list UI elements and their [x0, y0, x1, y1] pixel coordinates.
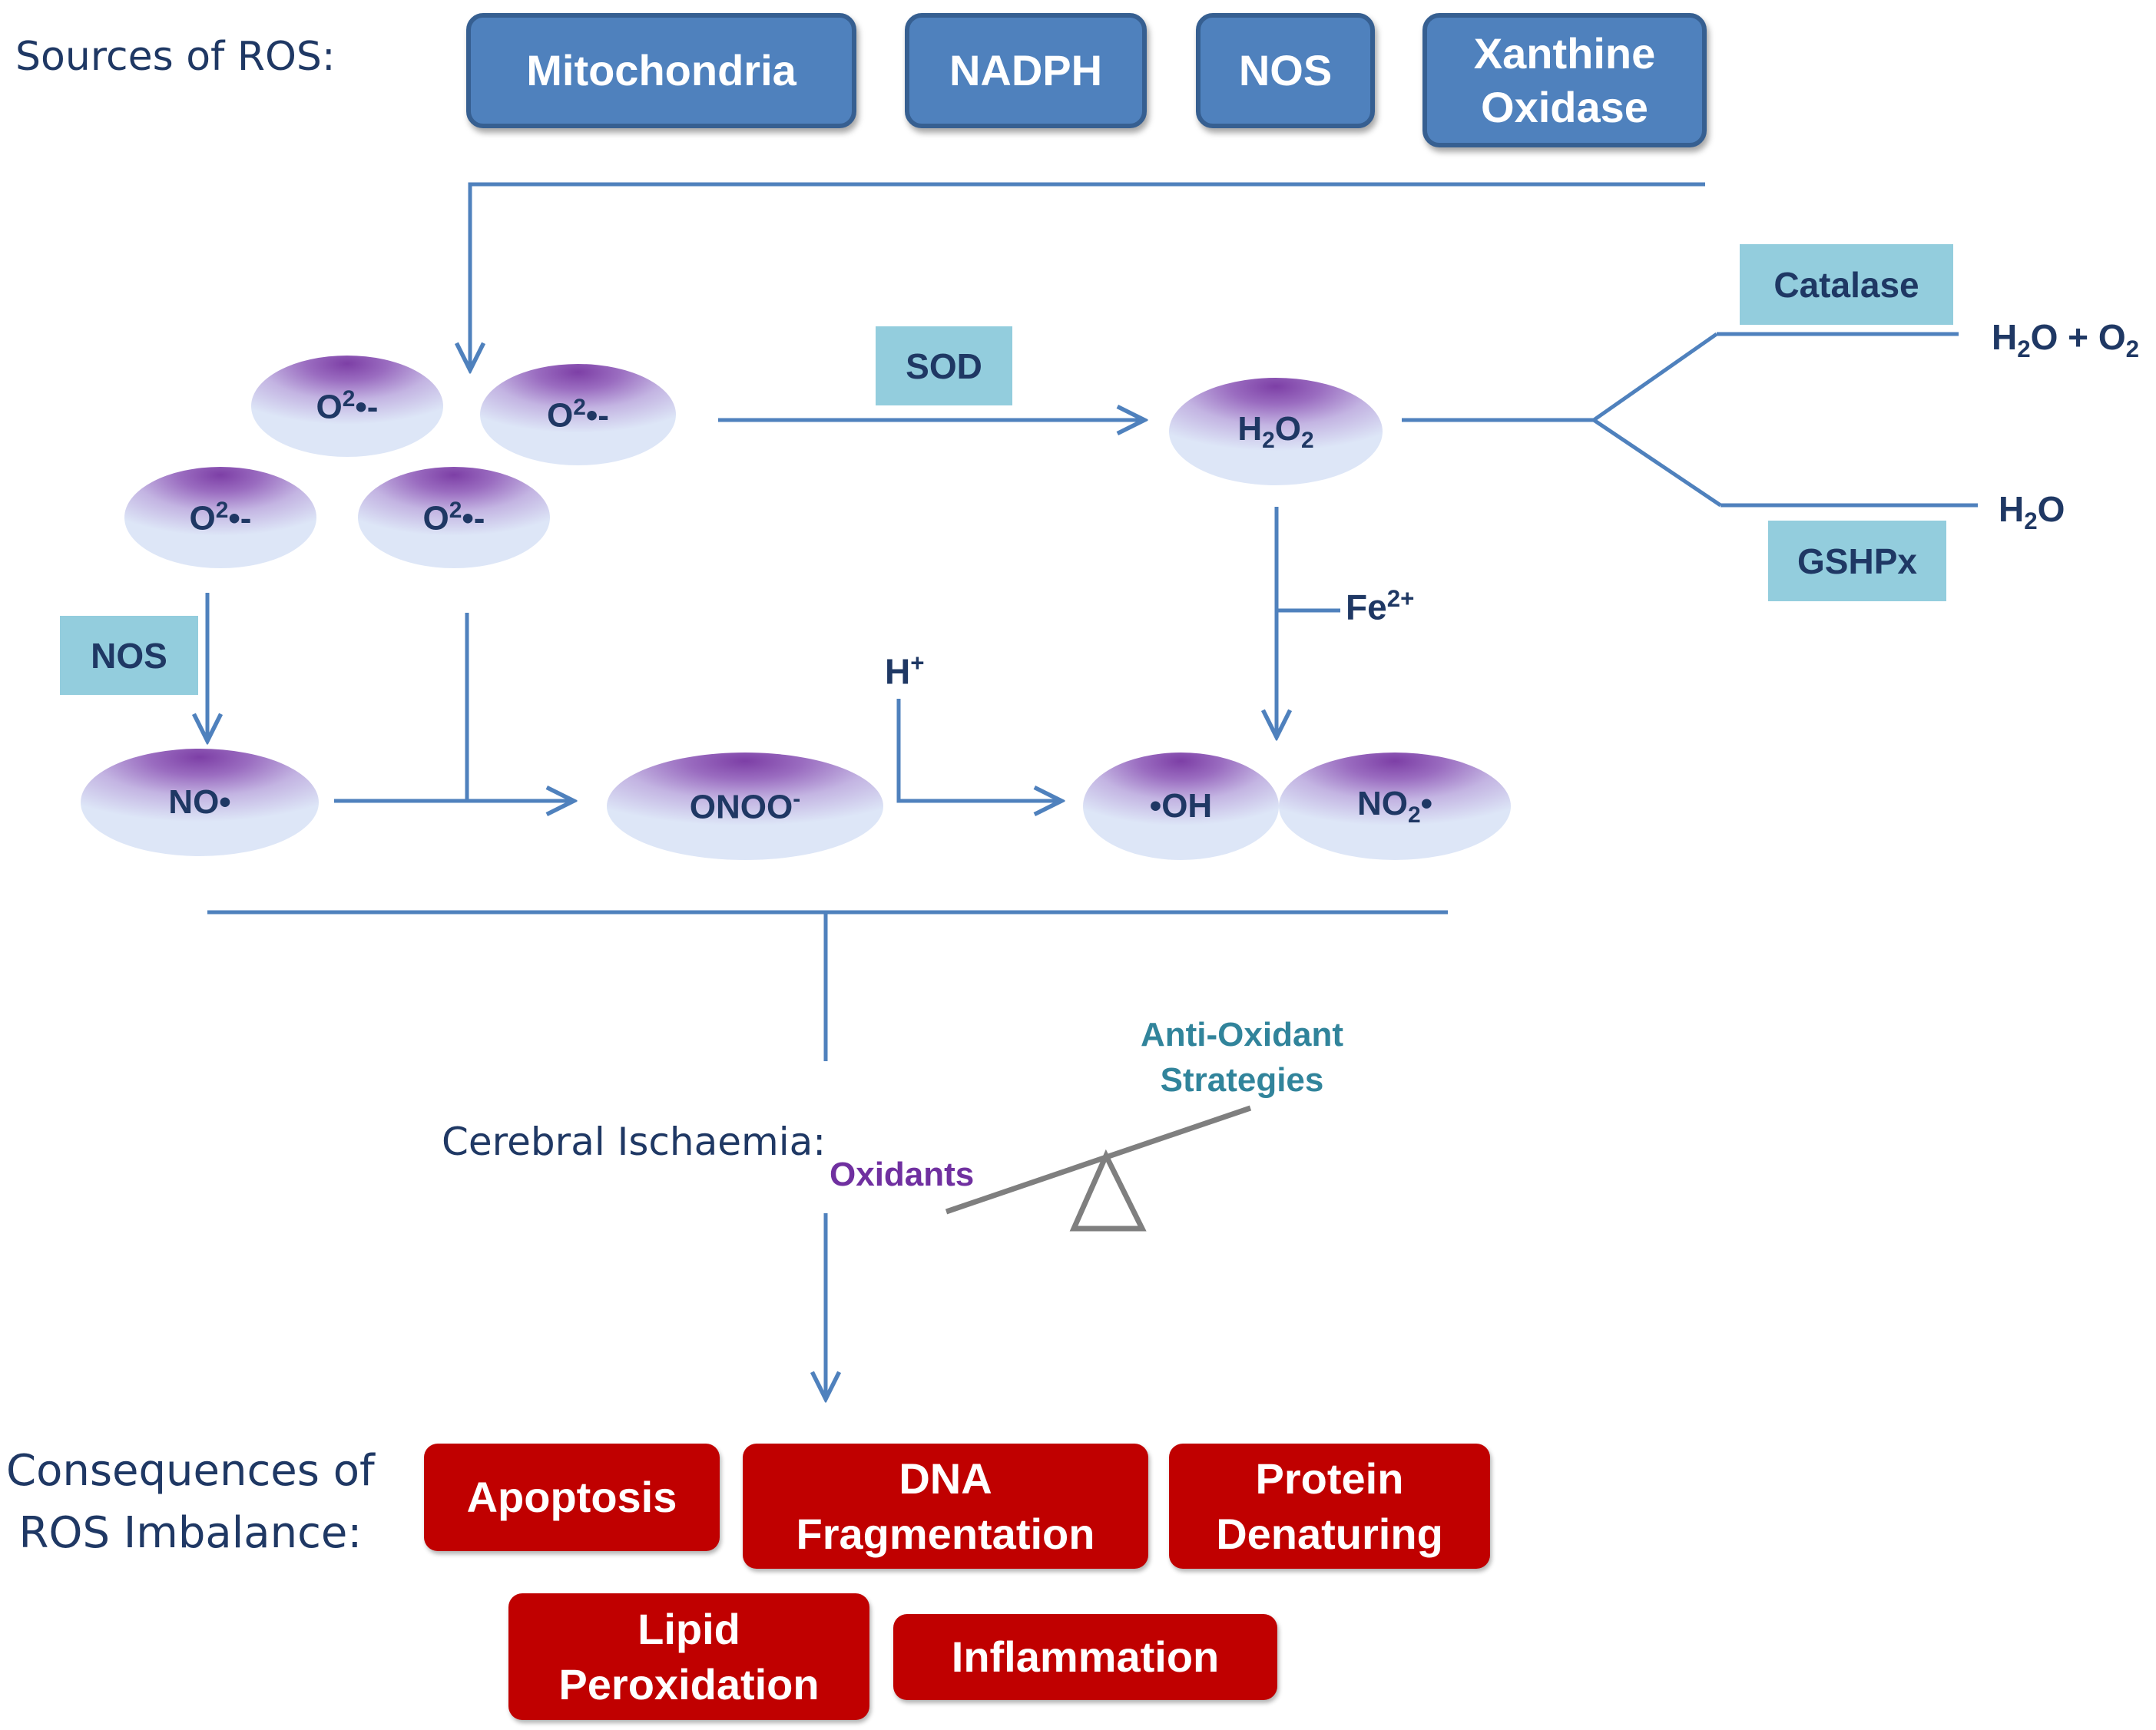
enzyme-catalase: Catalase [1740, 244, 1953, 325]
source-nos: NOS [1196, 13, 1375, 128]
peroxynitrite-label: ONOO- [689, 786, 801, 826]
consequence-apoptosis: Apoptosis [424, 1444, 720, 1551]
superoxide-ellipse: O2•- [124, 467, 316, 568]
no2-ellipse: NO2• [1279, 753, 1511, 860]
oxidants-label: Oxidants [830, 1156, 975, 1193]
balance-scale [945, 1105, 1252, 1232]
no-radical-ellipse: NO• [81, 749, 319, 856]
peroxynitrite-ellipse: ONOO- [607, 753, 883, 860]
consequences-heading: Consequences of ROS Imbalance: [6, 1446, 375, 1559]
reagent-fe: Fe2+ [1346, 585, 1415, 627]
enzyme-nos: NOS [60, 616, 198, 695]
h2o2-label: H2O2 [1237, 409, 1314, 453]
enzyme-gshpx: GSHPx [1768, 521, 1946, 601]
sources-bracket-line [470, 182, 1705, 370]
balance-beam [945, 1105, 1252, 1215]
fork-to-gshpx-line [1592, 418, 1722, 508]
no2-label: NO2• [1356, 784, 1433, 828]
consequence-inflammation: Inflammation [893, 1614, 1277, 1700]
superoxide-ellipse: O2•- [480, 364, 676, 465]
source-xanthine-oxidase: Xanthine Oxidase [1422, 13, 1707, 147]
superoxide-label: O2•- [547, 394, 609, 435]
consequence-protein-denaturing: Protein Denaturing [1169, 1444, 1490, 1569]
consequence-dna-fragmentation: DNA Fragmentation [743, 1444, 1148, 1569]
cerebral-ischaemia-label: Cerebral Ischaemia: [442, 1120, 826, 1164]
superoxide-label: O2•- [422, 497, 485, 538]
consequence-lipid-peroxidation: Lipid Peroxidation [508, 1593, 869, 1720]
product-water: H2O [1999, 489, 2065, 535]
product-water-oxygen: H2O + O2 [1992, 317, 2139, 363]
onoo-to-hydroxyl-arrow [896, 699, 1061, 801]
source-mitochondria: Mitochondria [466, 13, 856, 128]
balance-fulcrum [1069, 1149, 1147, 1232]
source-nadph: NADPH [905, 13, 1147, 128]
h2o2-ellipse: H2O2 [1169, 378, 1383, 485]
fork-to-catalase-line [1592, 332, 1718, 422]
superoxide-label: O2•- [189, 497, 252, 538]
reagent-h-plus: H+ [885, 650, 925, 692]
superoxide-ellipse: O2•- [251, 356, 443, 457]
superoxide-ellipse: O2•- [358, 467, 550, 568]
antioxidant-strategies-label: Anti-Oxidant Strategies [1141, 1016, 1343, 1100]
superoxide-label: O2•- [316, 385, 379, 426]
enzyme-sod: SOD [876, 326, 1012, 405]
hydroxyl-ellipse: •OH [1083, 753, 1279, 860]
hydroxyl-label: •OH [1149, 787, 1213, 825]
no-radical-label: NO• [168, 783, 231, 821]
sources-heading: Sources of ROS: [15, 34, 336, 80]
